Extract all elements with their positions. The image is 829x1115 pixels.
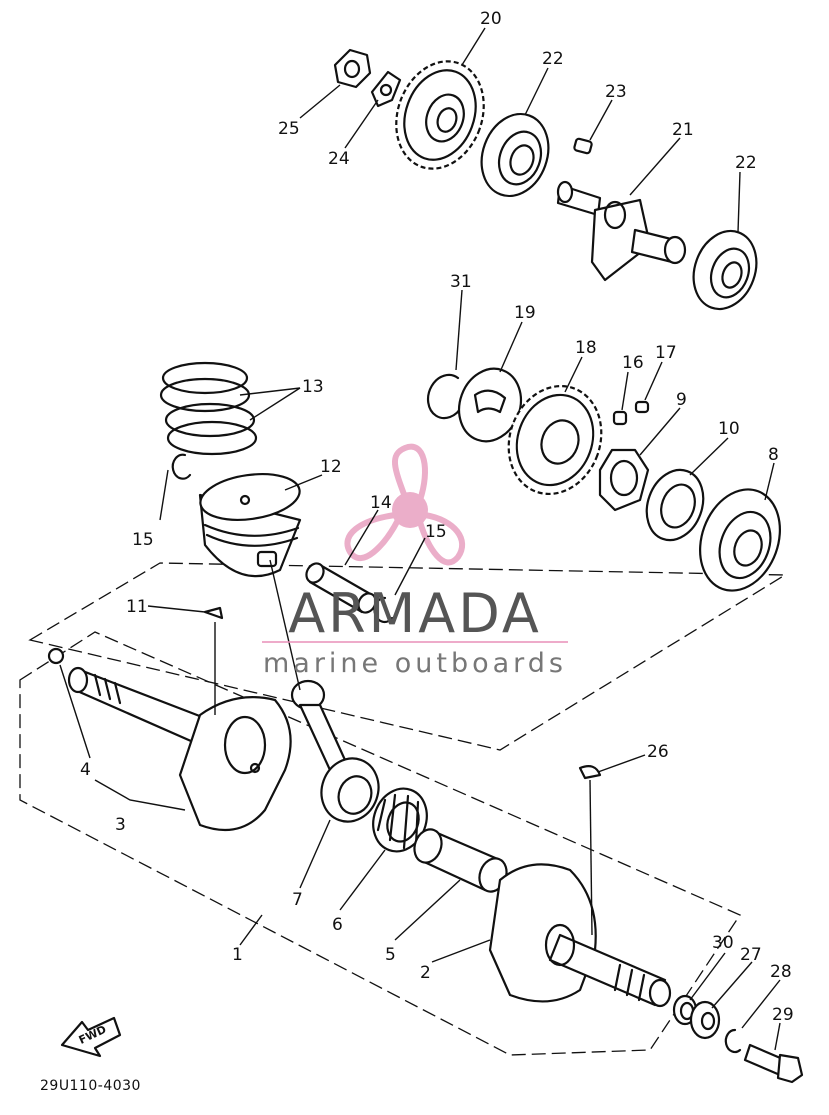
- part-20-drive-gear: [395, 60, 485, 170]
- part-28-clip: [724, 1028, 742, 1054]
- part-2-crank-right: [488, 863, 672, 1008]
- part-8-bearing: [699, 488, 781, 592]
- label-6: 6: [332, 915, 343, 935]
- label-26: 26: [647, 742, 669, 762]
- part-15-piston-pin-clip-left: [171, 453, 192, 480]
- part-31-circlip: [426, 373, 464, 420]
- label-28: 28: [770, 962, 792, 982]
- label-29: 29: [772, 1005, 794, 1025]
- label-16: 16: [622, 353, 644, 373]
- label-10: 10: [718, 419, 740, 439]
- label-12: 12: [320, 457, 342, 477]
- part-26-key: [578, 765, 602, 780]
- label-19: 19: [514, 303, 536, 323]
- part-3-crank-left: [67, 666, 292, 832]
- label-11: 11: [126, 597, 148, 617]
- armada-logo: [344, 443, 466, 566]
- label-30: 30: [712, 933, 734, 953]
- part-21-balancer-shaft: [556, 180, 687, 282]
- part-18-driven-gear: [507, 384, 603, 496]
- part-15-piston-pin-clip-right: [373, 596, 394, 624]
- part-6-needle-bearing: [372, 787, 428, 853]
- part-10-washer: [645, 468, 705, 542]
- part-23-woodruff-key: [573, 137, 593, 155]
- label-23: 23: [605, 82, 627, 102]
- label-25: 25: [278, 119, 300, 139]
- label-21: 21: [672, 120, 694, 140]
- part-27-washer: [689, 1000, 721, 1040]
- label-7: 7: [292, 890, 303, 910]
- part-13-piston-rings: [159, 361, 258, 456]
- label-27: 27: [740, 945, 762, 965]
- label-31: 31: [450, 272, 472, 292]
- part-22-bearing-lower: [692, 229, 758, 311]
- label-8: 8: [768, 445, 779, 465]
- drawing-code: 29U110-4030: [40, 1078, 141, 1094]
- part-12-piston: [198, 473, 302, 578]
- label-1: 1: [232, 945, 243, 965]
- piston-assembly-boundary: [28, 562, 788, 751]
- label-20: 20: [480, 9, 502, 29]
- part-29-bolt: [743, 1043, 804, 1084]
- fwd-arrow-icon: FWD: [60, 1016, 122, 1058]
- label-22a: 22: [542, 49, 564, 69]
- part-14-piston-pin: [305, 562, 377, 614]
- part-9-slotted-nut: [598, 448, 650, 512]
- part-17-pin: [634, 400, 650, 414]
- part-11-key: [203, 606, 224, 620]
- label-17: 17: [655, 343, 677, 363]
- label-18: 18: [575, 338, 597, 358]
- label-22b: 22: [735, 153, 757, 173]
- watermark-tagline: marine outboards: [263, 648, 567, 679]
- watermark: ARMADA marine outboards: [262, 582, 568, 679]
- part-16-spring: [612, 410, 628, 426]
- label-4: 4: [80, 760, 91, 780]
- crankshaft-assembly-boundary: [19, 631, 741, 1056]
- label-9: 9: [676, 390, 687, 410]
- label-2: 2: [420, 963, 431, 983]
- label-15b: 15: [425, 522, 447, 542]
- label-24: 24: [328, 149, 350, 169]
- part-22-bearing-upper: [480, 112, 550, 198]
- label-15a: 15: [132, 530, 154, 550]
- watermark-brand: ARMADA: [288, 582, 542, 645]
- part-7-connecting-rod: [290, 679, 380, 823]
- part-labels: 1 2 3 4 5 6 7 8 9 10 11 12 13 14 15 15 1…: [80, 9, 794, 1025]
- label-3: 3: [115, 815, 126, 835]
- label-13: 13: [302, 377, 324, 397]
- label-14: 14: [370, 493, 392, 513]
- part-4-plug: [47, 647, 65, 665]
- part-25-nut: [333, 48, 372, 89]
- part-24-lock-washer: [370, 70, 402, 108]
- label-5: 5: [385, 945, 396, 965]
- leader-lines: [59, 27, 781, 1051]
- part-5-crank-pin: [413, 828, 508, 893]
